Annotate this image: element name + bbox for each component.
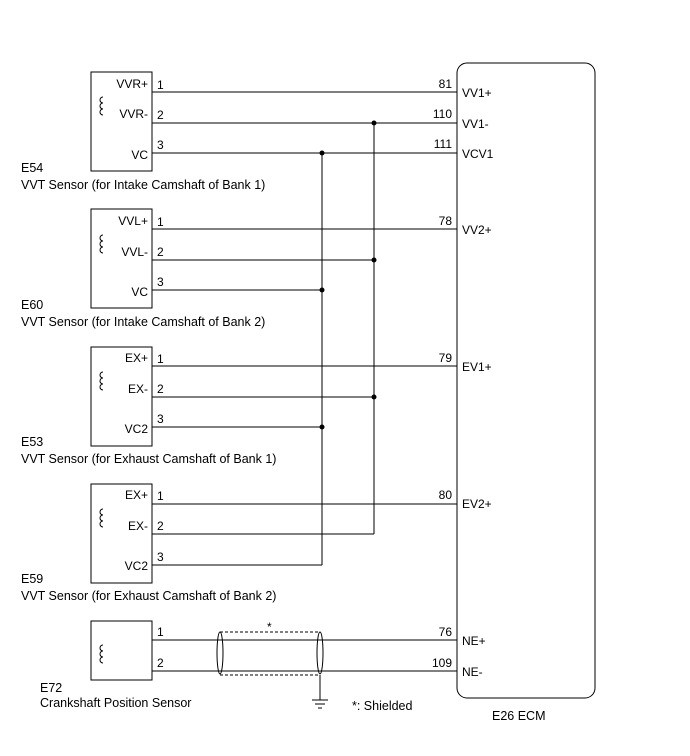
- pin-label: EX+: [125, 488, 148, 502]
- shield-legend: *: Shielded: [352, 699, 413, 713]
- ecm-pin-label: EV1+: [462, 360, 492, 374]
- ecm-pin-label: EV2+: [462, 497, 492, 511]
- pin-label: VVR+: [116, 77, 148, 91]
- ecm-pin-label: NE-: [462, 665, 483, 679]
- pin-number: 1: [157, 625, 164, 639]
- pin-number: 1: [157, 215, 164, 229]
- junction-dot: [319, 287, 325, 293]
- coil-icon: [99, 96, 104, 116]
- pin-number: 2: [157, 245, 164, 259]
- sensor-code: E54: [21, 161, 43, 175]
- ecm-pin-label: NE+: [462, 634, 486, 648]
- shield-outline: [220, 631, 320, 676]
- ecm-label: E26 ECM: [492, 709, 546, 723]
- sensor-e53-box: [90, 346, 153, 447]
- ecm-pin-number: 80: [439, 488, 453, 502]
- pin-label: EX-: [128, 519, 148, 533]
- coil-icon: [99, 644, 104, 664]
- junction-dot: [371, 120, 377, 126]
- ecm-pin-number: 110: [433, 107, 452, 121]
- ecm-pin-number: 76: [439, 625, 453, 639]
- pin-number: 2: [157, 656, 164, 670]
- sensor-code: E59: [21, 572, 43, 586]
- junction-dot: [371, 257, 377, 263]
- pin-number: 1: [157, 78, 164, 92]
- pin-number: 2: [157, 519, 164, 533]
- ecm-pin-number: 79: [439, 351, 453, 365]
- junction-dot: [371, 394, 377, 400]
- pin-label: VC: [131, 148, 148, 162]
- pin-label: VVL-: [121, 245, 148, 259]
- shield-end: [216, 631, 224, 675]
- shield-marker: *: [267, 620, 272, 634]
- pin-number: 3: [157, 550, 164, 564]
- sensor-name: VVT Sensor (for Exhaust Camshaft of Bank…: [21, 589, 276, 603]
- sensor-e53: EX+ EX- VC2 1 2 3 79 EV1+ E53 VVT Sensor…: [21, 346, 492, 466]
- ecm-pin-label: VCV1: [462, 147, 494, 161]
- ecm-pin-label: VV2+: [462, 223, 492, 237]
- pin-label: VC2: [125, 559, 149, 573]
- coil-icon: [99, 508, 104, 528]
- sensor-e54: VVR+ VVR- VC 1 2 3 81 110 111 VV1+ VV1- …: [21, 71, 494, 192]
- ecm-pin-number: 109: [432, 656, 452, 670]
- pin-number: 1: [157, 352, 164, 366]
- pin-label: EX-: [128, 382, 148, 396]
- sensor-code: E72: [40, 681, 62, 695]
- sensor-e72: 1 2 * *: Shielded 76 109 NE+ NE- E72 Cra…: [40, 620, 486, 713]
- sensor-name: Crankshaft Position Sensor: [40, 696, 191, 710]
- ecm-pin-label: VV1-: [462, 117, 489, 131]
- pin-label: VC: [131, 285, 148, 299]
- pin-label: EX+: [125, 351, 148, 365]
- sensor-e54-box: [90, 71, 153, 172]
- ecm-pin-number: 111: [434, 137, 453, 151]
- pin-number: 2: [157, 382, 164, 396]
- sensor-e72-box: [90, 620, 153, 681]
- coil-icon: [99, 371, 104, 391]
- pin-number: 3: [157, 275, 164, 289]
- pin-label: VC2: [125, 422, 149, 436]
- sensor-name: VVT Sensor (for Intake Camshaft of Bank …: [21, 315, 265, 329]
- ecm-pin-number: 81: [439, 77, 453, 91]
- junction-dot: [319, 150, 325, 156]
- sensor-e59: EX+ EX- VC2 1 2 3 80 EV2+ E59 VVT Sensor…: [21, 483, 492, 603]
- coil-icon: [99, 234, 104, 254]
- ecm-pin-label: VV1+: [462, 86, 492, 100]
- shield-end: [316, 631, 324, 675]
- sensor-e60-box: [90, 208, 153, 309]
- sensor-e60: VVL+ VVL- VC 1 2 3 78 VV2+ E60 VVT Senso…: [21, 208, 492, 329]
- pin-number: 1: [157, 489, 164, 503]
- pin-label: VVR-: [119, 107, 148, 121]
- pin-number: 2: [157, 108, 164, 122]
- sensor-name: VVT Sensor (for Intake Camshaft of Bank …: [21, 178, 265, 192]
- pin-label: VVL+: [118, 214, 148, 228]
- pin-number: 3: [157, 138, 164, 152]
- sensor-code: E60: [21, 298, 43, 312]
- junction-dot: [319, 424, 325, 430]
- sensor-code: E53: [21, 435, 43, 449]
- ecm-box: [456, 62, 596, 699]
- pin-number: 3: [157, 412, 164, 426]
- sensor-name: VVT Sensor (for Exhaust Camshaft of Bank…: [21, 452, 276, 466]
- ecm-pin-number: 78: [439, 214, 453, 228]
